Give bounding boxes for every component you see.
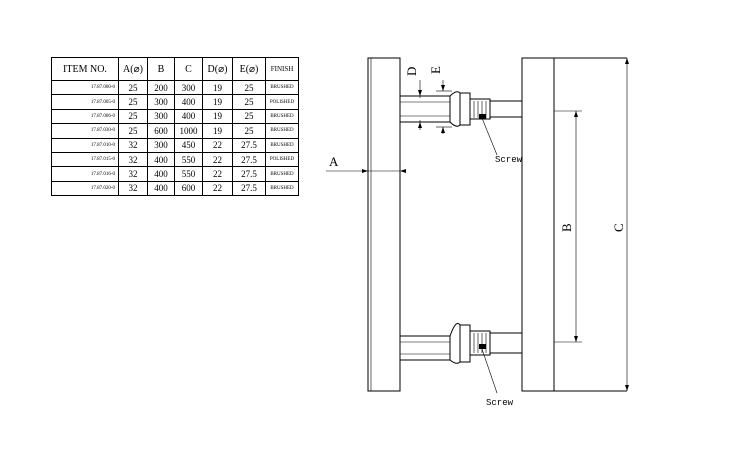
left-handle-bar: [367, 57, 401, 392]
label-e: E: [428, 66, 443, 74]
table-header-row: ITEM NO. A(⌀) B C D(⌀) E(⌀) FINISH: [51, 57, 299, 81]
right-door-panel: [521, 57, 555, 392]
spec-table: ITEM NO. A(⌀) B C D(⌀) E(⌀) FINISH 17.87…: [51, 57, 299, 197]
label-screw-top: Screw: [495, 155, 523, 165]
header-d: D(⌀): [202, 57, 233, 81]
dimension-a: [326, 169, 406, 173]
dimension-e: [436, 80, 452, 134]
dimension-b: [554, 110, 582, 343]
cell-item-no: 17.87.020-0: [51, 180, 119, 197]
header-e: E(⌀): [232, 57, 266, 81]
screw-top-leader: [481, 117, 498, 156]
label-c: C: [611, 223, 626, 232]
screw-bottom-leader: [481, 348, 498, 394]
label-d: D: [404, 67, 419, 76]
cell-finish: BRUSHED: [265, 180, 299, 197]
label-b: B: [559, 223, 574, 232]
dimension-d: [412, 80, 430, 130]
top-standoff: [400, 91, 522, 127]
bottom-standoff: [400, 322, 522, 364]
label-a: A: [329, 154, 339, 169]
dimension-c: [625, 58, 629, 391]
label-screw-bottom: Screw: [486, 398, 514, 408]
